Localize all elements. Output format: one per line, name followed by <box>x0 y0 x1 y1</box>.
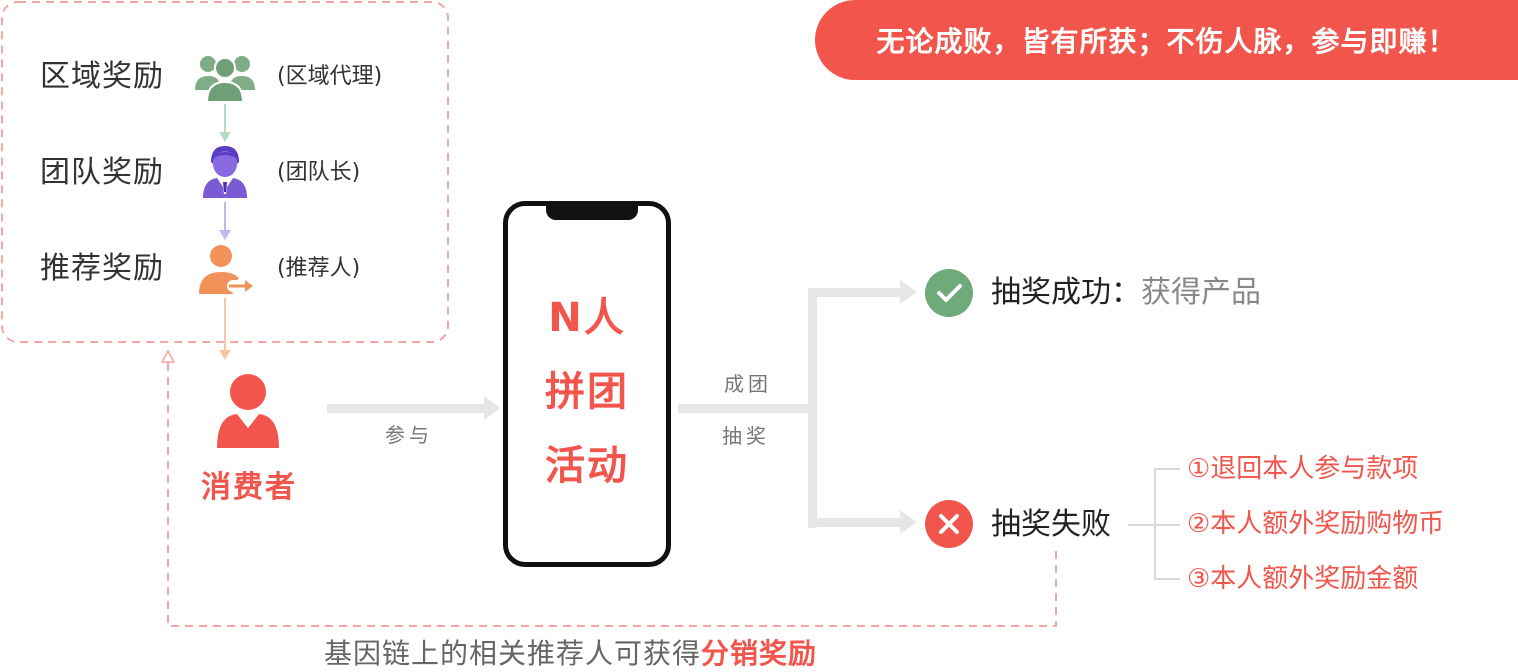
success-title: 抽奖成功： <box>991 275 1141 310</box>
fail-title: 抽奖失败 <box>991 507 1111 542</box>
draw-label: 抽奖 <box>722 424 770 448</box>
consumer-label: 消费者 <box>201 470 297 505</box>
branch-fail <box>808 518 904 527</box>
reward-chain-frame <box>1 1 449 343</box>
check-icon <box>925 269 973 317</box>
footer-highlight: 分销奖励 <box>701 637 818 670</box>
team-leader-role: (团队长) <box>277 160 361 185</box>
participate-label: 参与 <box>385 423 433 447</box>
arrowhead <box>219 350 231 360</box>
cross-icon <box>925 500 973 548</box>
region-agent-role: (区域代理) <box>277 64 383 89</box>
team-leader-icon <box>193 142 257 206</box>
branch-success <box>808 288 904 297</box>
footer-caption: 基因链上的相关推荐人可获得分销奖励 <box>324 640 817 668</box>
feedback-loop-line <box>167 362 1057 627</box>
participate-connector <box>327 404 487 413</box>
arrowhead <box>219 132 231 142</box>
success-desc: 获得产品 <box>1141 275 1261 310</box>
referral-reward-label: 推荐奖励 <box>40 251 164 286</box>
phone-notch <box>546 204 638 220</box>
fail-item-cash: ③本人额外奖励金额 <box>1187 564 1419 594</box>
branch-vertical <box>808 288 817 528</box>
success-result: 抽奖成功：获得产品 <box>991 278 1261 308</box>
fail-item-refund: ①退回本人参与款项 <box>1187 454 1419 484</box>
slogan-banner: 无论成败，皆有所获；不伤人脉，参与即赚！ <box>815 0 1518 80</box>
referrer-icon <box>193 238 257 302</box>
draw-connector <box>678 404 816 413</box>
phone-text-line3: 活动 <box>545 443 629 489</box>
consumer-icon <box>215 372 281 450</box>
fail-item-coins: ②本人额外奖励购物币 <box>1187 509 1445 539</box>
arrowhead <box>219 230 231 240</box>
footer-text: 基因链上的相关推荐人可获得 <box>324 637 702 670</box>
slogan-text: 无论成败，皆有所获；不伤人脉，参与即赚！ <box>876 25 1457 58</box>
team-reward-label: 团队奖励 <box>40 155 164 190</box>
fail-arrowhead <box>900 510 917 534</box>
phone-text-line1: N人 <box>548 295 626 341</box>
success-arrowhead <box>900 280 917 304</box>
referrer-role: (推荐人) <box>277 256 361 281</box>
phone-mockup: N人 拼团 活动 <box>503 201 671 567</box>
group-people-icon <box>193 46 257 110</box>
group-label: 成团 <box>724 372 772 396</box>
feedback-loop-arrowhead <box>160 349 176 363</box>
region-reward-label: 区域奖励 <box>40 59 164 94</box>
participate-arrowhead <box>484 396 500 420</box>
phone-text-line2: 拼团 <box>545 369 629 415</box>
